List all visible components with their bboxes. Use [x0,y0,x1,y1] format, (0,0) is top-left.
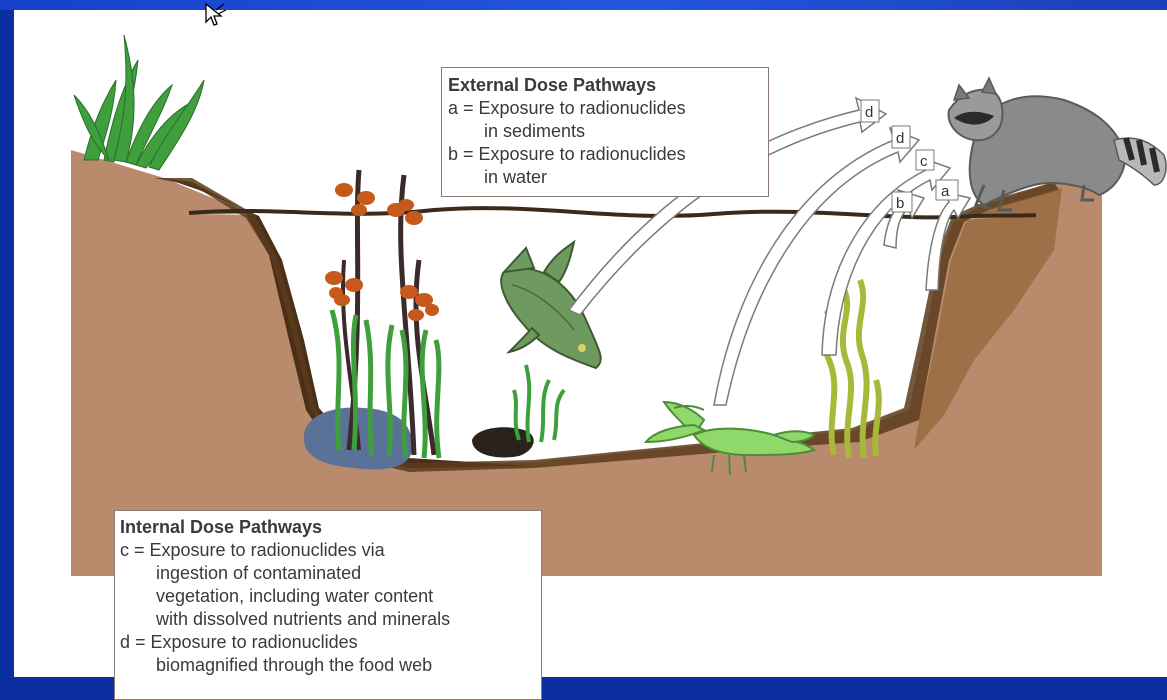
internal-c-line1: c = Exposure to radionuclides via [120,539,541,562]
internal-legend-title: Internal Dose Pathways [120,516,541,539]
slide-top-bar [0,0,1167,10]
tag-d2: d [896,130,904,147]
internal-c-line4: with dissolved nutrients and minerals [120,608,541,631]
internal-c-line2: ingestion of contaminated [120,562,541,585]
tag-c: c [920,153,928,170]
internal-d-line1: d = Exposure to radionuclides [120,631,541,654]
external-b-line1: b = Exposure to radionuclides [448,143,768,166]
tag-b: b [896,195,904,212]
external-b-line2: in water [448,166,768,189]
dark-stone [472,427,534,457]
internal-d-line2: biomagnified through the food web [120,654,541,677]
internal-c-line3: vegetation, including water content [120,585,541,608]
mouse-cursor-icon [204,2,228,30]
external-a-line1: a = Exposure to radionuclides [448,97,768,120]
shore-grass [74,35,204,170]
external-legend-title: External Dose Pathways [448,74,768,97]
external-a-line2: in sediments [448,120,768,143]
tag-a: a [941,183,950,200]
tag-d1: d [865,104,873,121]
slide-canvas: d d c b a External Dose Pathways a = Exp… [14,10,1167,677]
external-pathways-legend: External Dose Pathways a = Exposure to r… [441,67,769,197]
internal-pathways-legend: Internal Dose Pathways c = Exposure to r… [114,510,542,700]
